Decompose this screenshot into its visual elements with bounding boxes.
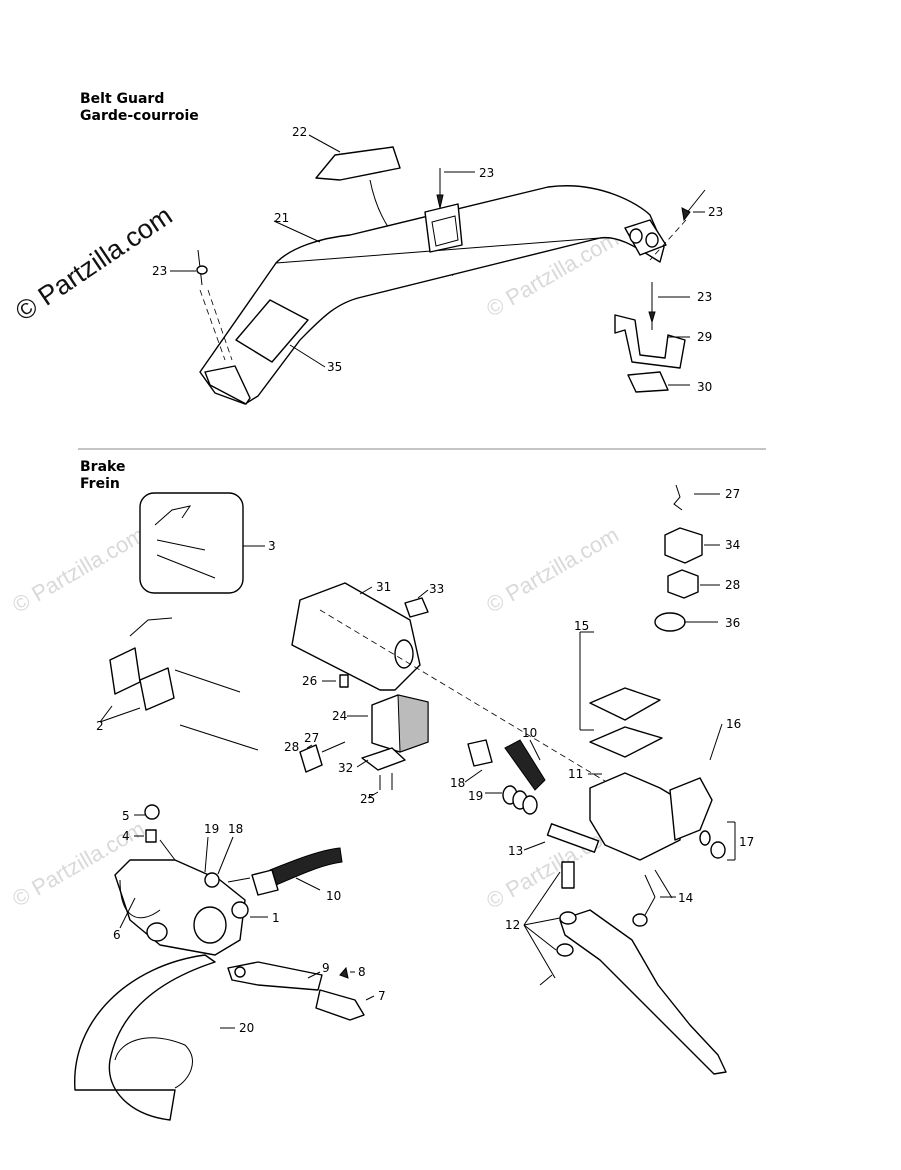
callout-32: 32 — [338, 761, 353, 775]
callout-13: 13 — [508, 844, 523, 858]
brake-disc-20 — [74, 954, 216, 1121]
reservoir-gasket — [589, 726, 663, 758]
callout-20: 20 — [239, 1021, 254, 1035]
callout-15: 15 — [574, 619, 589, 633]
belt-guard-group — [170, 134, 706, 405]
callout-16: 16 — [726, 717, 741, 731]
connector-28 — [299, 744, 323, 773]
callout-17: 17 — [739, 835, 754, 849]
callout-18-caliper: 18 — [228, 822, 243, 836]
bleeder-cap-5 — [144, 804, 160, 820]
callout-6: 6 — [113, 928, 121, 942]
brake-pad-right — [139, 667, 175, 711]
callout-22: 22 — [292, 125, 307, 139]
cable-tie-36 — [654, 612, 686, 632]
callout-23-center: 23 — [479, 166, 494, 180]
callout-35: 35 — [327, 360, 342, 374]
callout-27-right: 27 — [725, 487, 740, 501]
caliper-bracket-9 — [227, 961, 323, 991]
belt-guard-title: Belt Guard Garde-courroie — [80, 91, 199, 125]
connector-28-right — [667, 569, 699, 599]
callout-4: 4 — [122, 829, 130, 843]
callout-7: 7 — [378, 989, 386, 1003]
latch-clip — [424, 203, 463, 253]
belt-guard-title-en: Belt Guard — [80, 91, 165, 107]
spring-26 — [339, 674, 349, 688]
callout-28-right: 28 — [725, 578, 740, 592]
callout-19-top: 19 — [468, 789, 483, 803]
callout-5: 5 — [122, 809, 130, 823]
terminal-27 — [673, 484, 683, 511]
connector-34 — [664, 527, 703, 564]
callout-31: 31 — [376, 580, 391, 594]
callout-23-left: 23 — [152, 264, 167, 278]
pin-kit-box — [139, 492, 244, 594]
master-cylinder-11 — [589, 772, 681, 861]
callout-11: 11 — [568, 767, 583, 781]
bolt-7 — [315, 989, 365, 1021]
callout-21: 21 — [274, 211, 289, 225]
brake-title-fr: Frein — [80, 476, 120, 492]
brake-pad-left — [109, 647, 141, 695]
callout-18-top: 18 — [450, 776, 465, 790]
callout-labels: 22 23 21 23 23 23 35 29 30 27 3 34 31 33… — [96, 125, 754, 1035]
washer-8 — [339, 966, 349, 979]
label-sticker-22 — [315, 146, 401, 181]
plate-30 — [627, 371, 669, 393]
callout-3: 3 — [268, 539, 276, 553]
callout-24: 24 — [332, 709, 347, 723]
belt-guard-title-fr: Garde-courroie — [80, 108, 199, 124]
callout-9: 9 — [322, 961, 330, 975]
callout-33: 33 — [429, 582, 444, 596]
callout-28-left: 28 — [284, 740, 299, 754]
callout-29: 29 — [697, 330, 712, 344]
clamp-16 — [669, 777, 713, 841]
callout-19-caliper: 19 — [204, 822, 219, 836]
label-33 — [404, 597, 429, 618]
brake-caliper-1 — [114, 859, 246, 956]
brake-title-en: Brake — [80, 459, 126, 475]
callout-23-right: 23 — [708, 205, 723, 219]
brake-title: Brake Frein — [80, 459, 125, 493]
bleeder-4 — [145, 829, 157, 843]
piston-13 — [546, 823, 600, 853]
callout-1: 1 — [272, 911, 280, 925]
reservoir-cap — [589, 687, 661, 721]
callout-34: 34 — [725, 538, 740, 552]
pivot-bolt — [561, 861, 575, 889]
brake-hose-top — [504, 739, 546, 791]
callout-30: 30 — [697, 380, 712, 394]
bracket-29 — [614, 314, 686, 369]
callout-12: 12 — [505, 918, 520, 932]
callout-2: 2 — [96, 719, 104, 733]
banjo-bolt-18 — [467, 739, 493, 767]
callout-27-left: 27 — [304, 731, 319, 745]
brake-lever — [559, 909, 727, 1075]
callout-14: 14 — [678, 891, 693, 905]
brake-group — [74, 484, 736, 1121]
callout-10-top: 10 — [522, 726, 537, 740]
brake-hose-lower — [269, 847, 343, 886]
callout-23-bracket: 23 — [697, 290, 712, 304]
label-sticker-35 — [235, 299, 309, 363]
callout-26: 26 — [302, 674, 317, 688]
belt-guard-body — [199, 185, 665, 405]
callout-25: 25 — [360, 792, 375, 806]
bracket-32 — [361, 747, 406, 771]
guard-hinge — [204, 365, 251, 405]
callout-36: 36 — [725, 616, 740, 630]
callout-10-lower: 10 — [326, 889, 341, 903]
cover-31 — [291, 582, 421, 691]
callout-8: 8 — [358, 965, 366, 979]
